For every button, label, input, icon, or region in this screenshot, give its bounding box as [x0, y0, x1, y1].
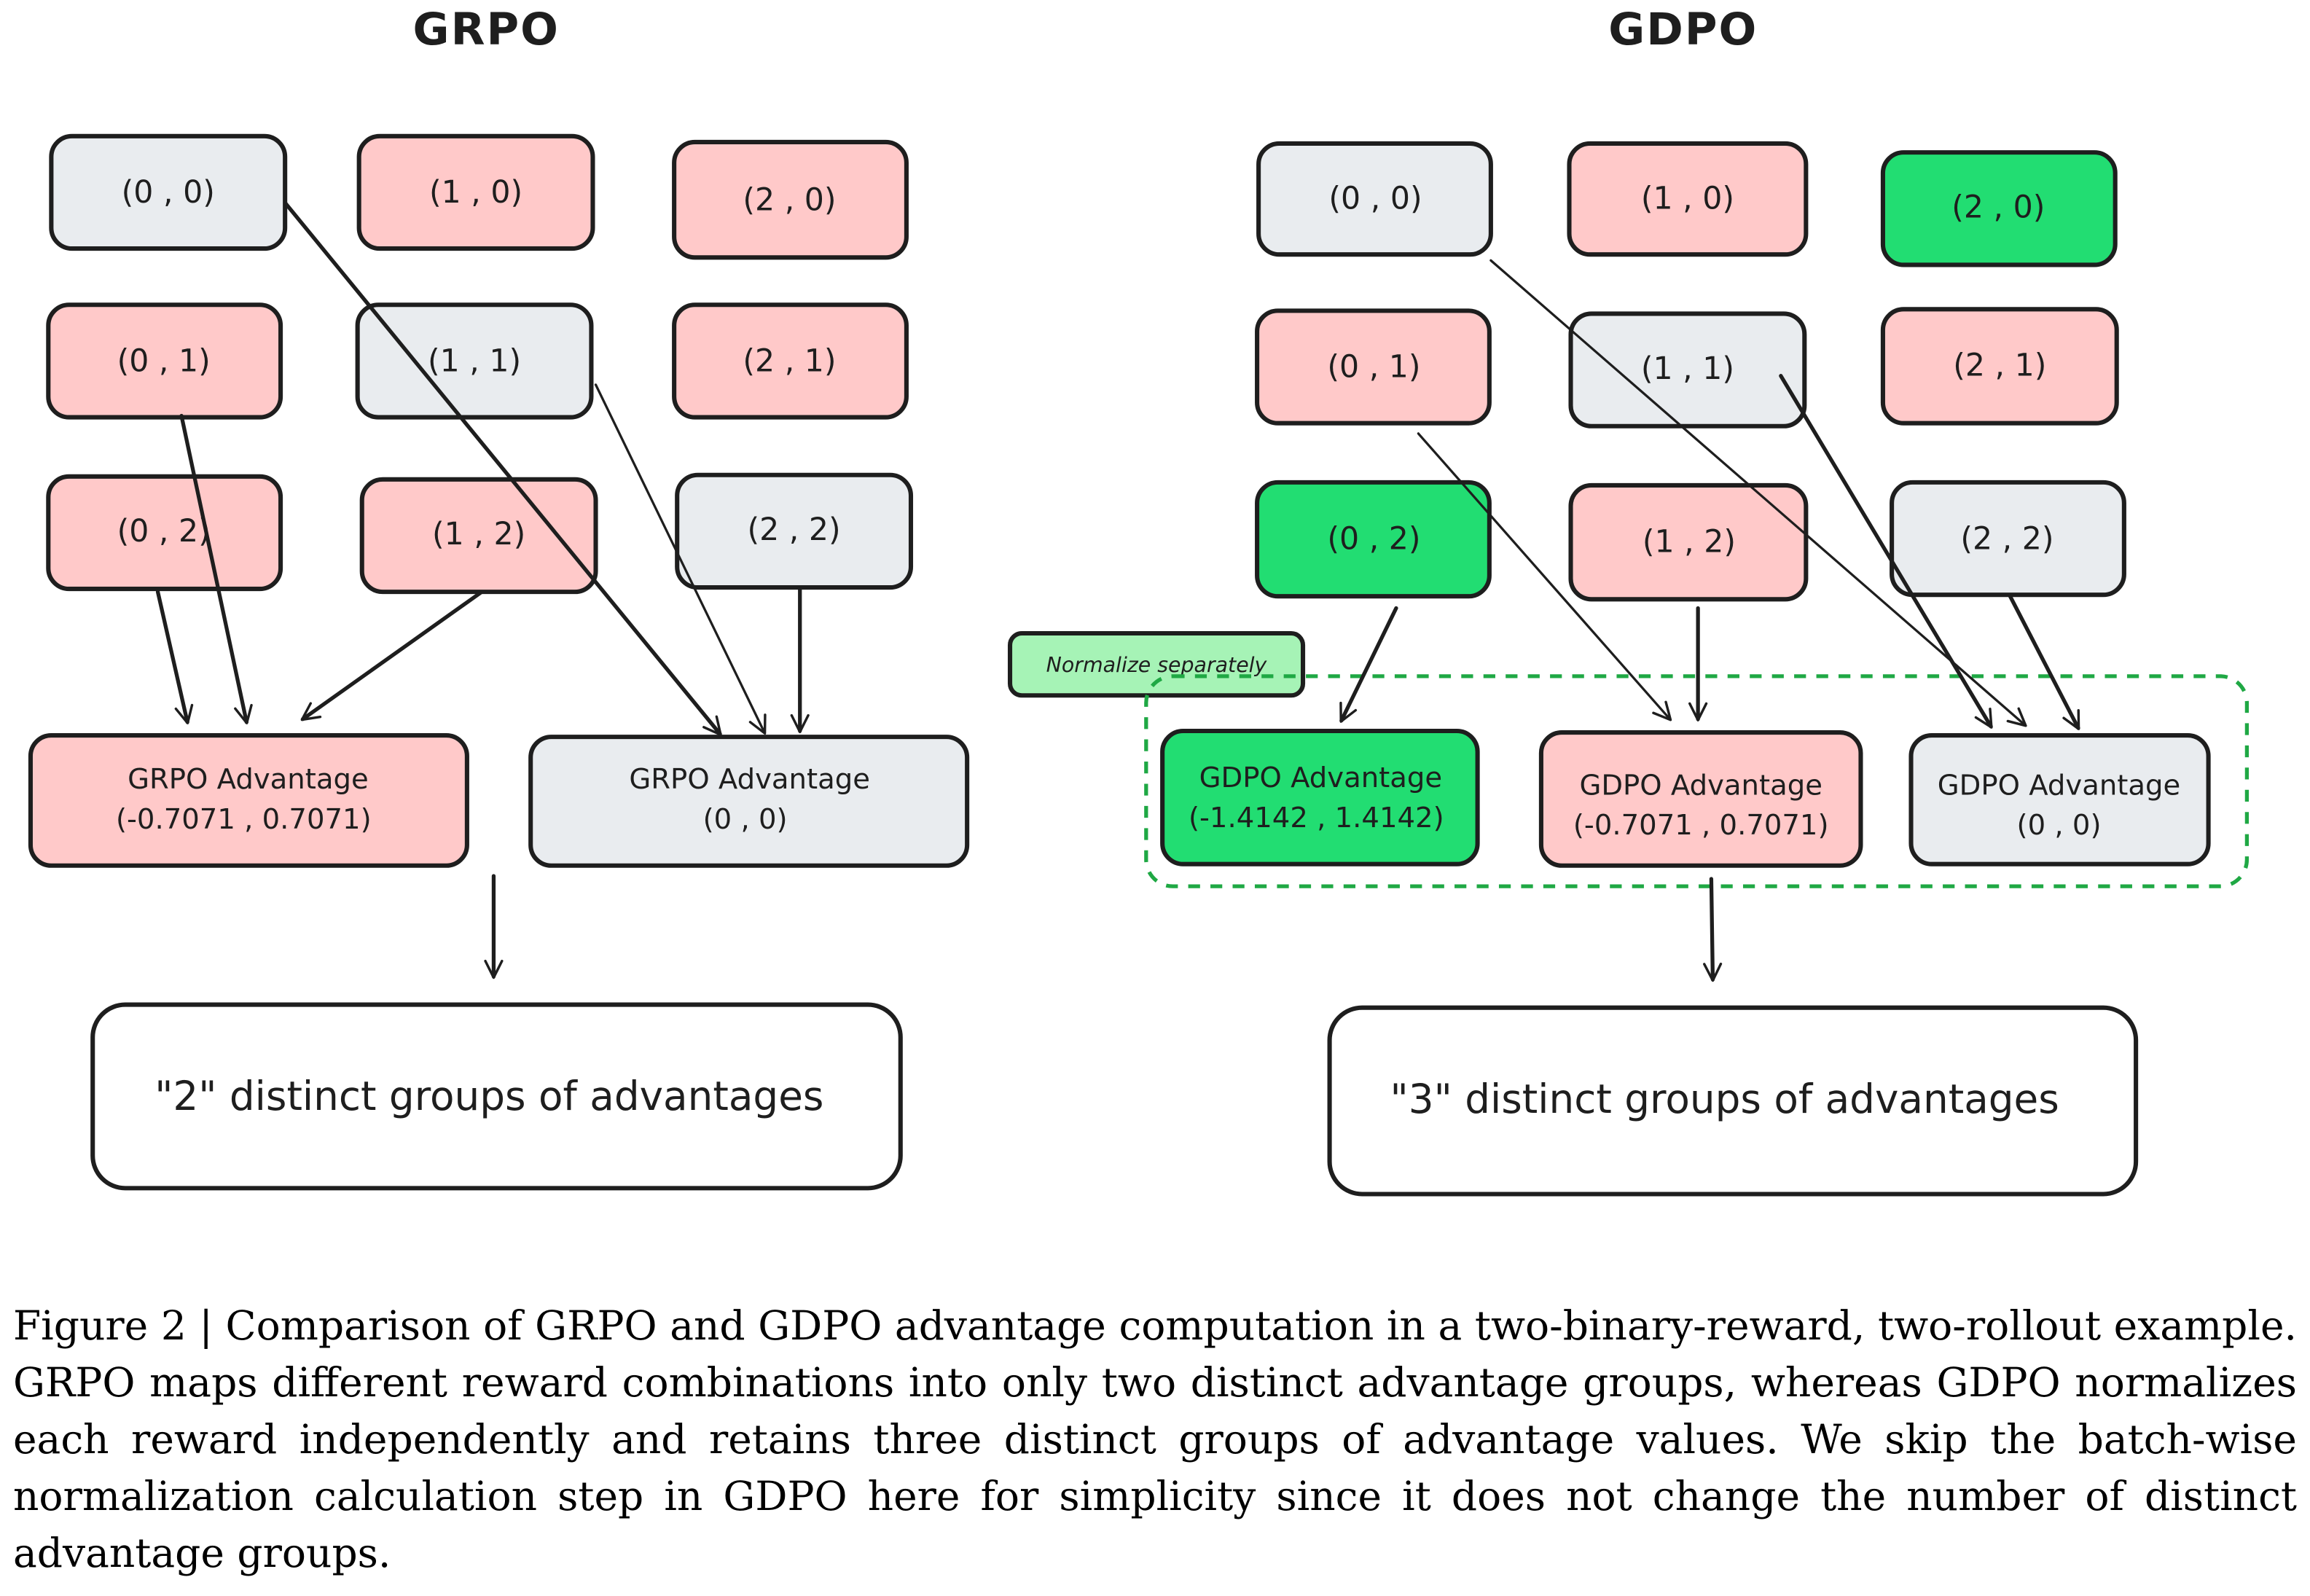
arrow-0-0-to-adv-zero [283, 200, 722, 736]
grpo-result-label: "2" distinct groups of advantages [154, 1073, 823, 1119]
advantage-value: (-1.4142 , 1.4142) [1189, 802, 1444, 834]
grpo-title: GRPO [413, 4, 560, 55]
normalize-label-text: Normalize separately [1046, 653, 1268, 677]
diagram: GRPO (0 , 0) (1 , 0) (2 , 0) (0 , 1) (1 … [28, 4, 2250, 1197]
gdpo-result-label: "3" distinct groups of advantages [1390, 1076, 2059, 1122]
gdpo-cell-label: (2 , 2) [1960, 520, 2053, 557]
grpo-panel: GRPO (0 , 0) (1 , 0) (2 , 0) (0 , 1) (1 … [28, 4, 970, 1191]
gdpo-panel: GDPO (0 , 0) (1 , 0) (2 , 0) (0 , 1) (1 … [1007, 4, 2250, 1197]
grpo-cell: (1 , 2) [359, 477, 598, 595]
gdpo-cell-label: (0 , 1) [1327, 349, 1420, 386]
advantage-value: (-0.7071 , 0.7071) [116, 803, 372, 836]
arrow-0-1-to-adv-nonzero [179, 413, 253, 724]
grpo-cell-label: (0 , 1) [117, 343, 211, 380]
grpo-cell: (1 , 0) [356, 133, 595, 251]
advantage-title: GDPO Advantage [1579, 769, 1822, 802]
grpo-cell-label: (1 , 1) [428, 343, 521, 380]
gdpo-cell: (2 , 1) [1880, 307, 2119, 426]
arrow-0-2-to-adv-nonzero [155, 590, 194, 724]
arrow-0-2-to-adv-full [1339, 606, 1398, 723]
grpo-cell-label: (2 , 0) [743, 181, 836, 218]
advantage-value: (0 , 0) [703, 803, 788, 836]
grpo-cell: (2 , 2) [675, 472, 914, 590]
grpo-cell-label: (2 , 1) [743, 343, 836, 380]
advantage-value: (-0.7071 , 0.7071) [1573, 809, 1829, 842]
grpo-advantage-box: GRPO Advantage (-0.7071 , 0.7071) [28, 733, 469, 868]
grpo-cell-label: (0 , 2) [117, 513, 211, 549]
gdpo-cell-label: (2 , 1) [1953, 348, 2046, 384]
gdpo-cell: (1 , 0) [1567, 141, 1809, 257]
grpo-cell: (1 , 1) [355, 302, 594, 420]
grpo-cell: (2 , 0) [672, 139, 909, 260]
gdpo-title: GDPO [1608, 4, 1758, 55]
grpo-cell-label: (2 , 2) [748, 512, 841, 548]
arrow-1-1-to-adv-zero [594, 383, 767, 735]
grpo-cell: (0 , 0) [49, 133, 288, 251]
grpo-cell: (0 , 1) [46, 302, 283, 420]
advantage-title: GRPO Advantage [128, 763, 369, 796]
gdpo-advantage-box: GDPO Advantage (-1.4142 , 1.4142) [1160, 728, 1480, 867]
advantage-value: (0 , 0) [2017, 809, 2102, 842]
advantage-title: GRPO Advantage [629, 763, 870, 796]
gdpo-cell: (2 , 0) [1880, 150, 2118, 267]
arrow-0-0-to-adv-zero [1489, 259, 2027, 727]
grpo-cell: (2 , 1) [672, 302, 909, 420]
gdpo-cell-label: (1 , 1) [1641, 351, 1734, 387]
grpo-cell-label: (0 , 0) [122, 174, 215, 211]
grpo-cell-label: (1 , 2) [432, 516, 525, 552]
normalize-separately-label: Normalize separately [1007, 630, 1306, 698]
grpo-cell-label: (1 , 0) [429, 174, 522, 211]
advantage-title: GDPO Advantage [1199, 762, 1442, 794]
gdpo-cell: (0 , 0) [1256, 141, 1493, 257]
gdpo-cell: (1 , 2) [1568, 482, 1809, 602]
arrow-1-2-to-adv-nonzero [300, 590, 484, 721]
advantage-title: GDPO Advantage [1938, 769, 2180, 802]
gdpo-cell: (0 , 1) [1255, 308, 1492, 426]
gdpo-cell-label: (2 , 0) [1951, 189, 2045, 225]
arrow-to-gdpo-result [1703, 877, 1723, 982]
gdpo-advantage-box: GDPO Advantage (-0.7071 , 0.7071) [1538, 729, 1863, 868]
grpo-cell: (0 , 2) [46, 474, 283, 592]
grpo-result-box: "2" distinct groups of advantages [90, 1002, 903, 1191]
grpo-advantage-box: GRPO Advantage (0 , 0) [528, 735, 970, 868]
gdpo-cell: (0 , 2) [1255, 480, 1492, 599]
gdpo-cell: (2 , 2) [1890, 480, 2126, 598]
gdpo-cell-label: (1 , 2) [1643, 523, 1736, 560]
figure-caption: Figure 2 | Comparison of GRPO and GDPO a… [13, 1302, 2297, 1576]
gdpo-cell-label: (0 , 2) [1327, 520, 1420, 557]
gdpo-result-box: "3" distinct groups of advantages [1327, 1005, 2139, 1197]
gdpo-cell: (1 , 1) [1568, 311, 1807, 429]
gdpo-advantage-box: GDPO Advantage (0 , 0) [1908, 733, 2211, 867]
arrow-1-1-to-adv-zero [1779, 374, 1993, 729]
gdpo-cell-label: (1 , 0) [1641, 180, 1734, 216]
gdpo-cell-label: (0 , 0) [1328, 180, 1422, 216]
arrow-2-2-to-adv-zero [2008, 594, 2080, 730]
arrow-0-1-to-adv-half [1417, 432, 1672, 721]
